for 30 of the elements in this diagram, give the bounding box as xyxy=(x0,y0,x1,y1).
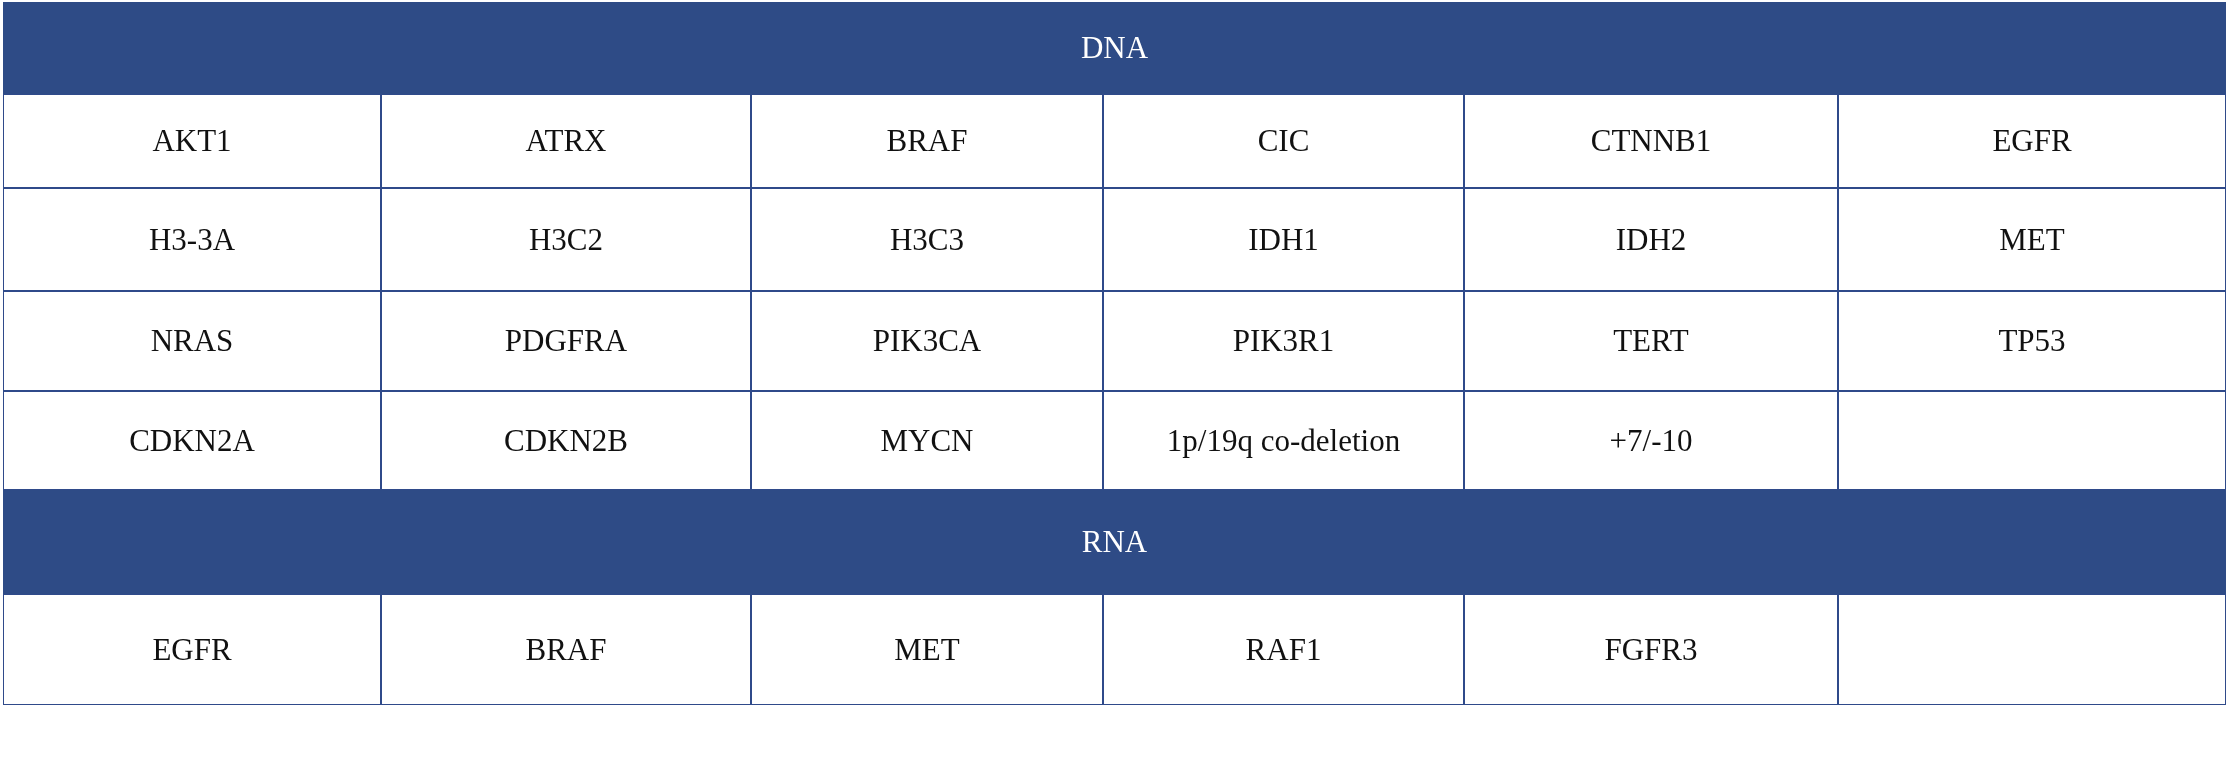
gene-cell: H3C2 xyxy=(381,188,751,291)
gene-cell: FGFR3 xyxy=(1464,594,1838,705)
gene-cell: 1p/19q co-deletion xyxy=(1103,391,1464,490)
section-header: RNA xyxy=(3,490,2226,594)
gene-cell: IDH1 xyxy=(1103,188,1464,291)
gene-cell: TERT xyxy=(1464,291,1838,391)
gene-cell: MET xyxy=(751,594,1103,705)
gene-cell: MET xyxy=(1838,188,2226,291)
gene-cell: BRAF xyxy=(751,94,1103,188)
gene-cell: EGFR xyxy=(1838,94,2226,188)
gene-cell: +7/-10 xyxy=(1464,391,1838,490)
gene-cell: RAF1 xyxy=(1103,594,1464,705)
gene-cell: PIK3CA xyxy=(751,291,1103,391)
gene-cell: CTNNB1 xyxy=(1464,94,1838,188)
gene-cell: PIK3R1 xyxy=(1103,291,1464,391)
section-header: DNA xyxy=(3,2,2226,94)
gene-cell: CDKN2A xyxy=(3,391,381,490)
gene-cell: CDKN2B xyxy=(381,391,751,490)
gene-cell: ATRX xyxy=(381,94,751,188)
gene-cell: IDH2 xyxy=(1464,188,1838,291)
gene-cell: PDGFRA xyxy=(381,291,751,391)
gene-cell: H3C3 xyxy=(751,188,1103,291)
gene-cell: MYCN xyxy=(751,391,1103,490)
gene-cell: BRAF xyxy=(381,594,751,705)
gene-cell: EGFR xyxy=(3,594,381,705)
gene-cell: TP53 xyxy=(1838,291,2226,391)
gene-cell: CIC xyxy=(1103,94,1464,188)
gene-cell: H3-3A xyxy=(3,188,381,291)
gene-cell: AKT1 xyxy=(3,94,381,188)
gene-cell: NRAS xyxy=(3,291,381,391)
